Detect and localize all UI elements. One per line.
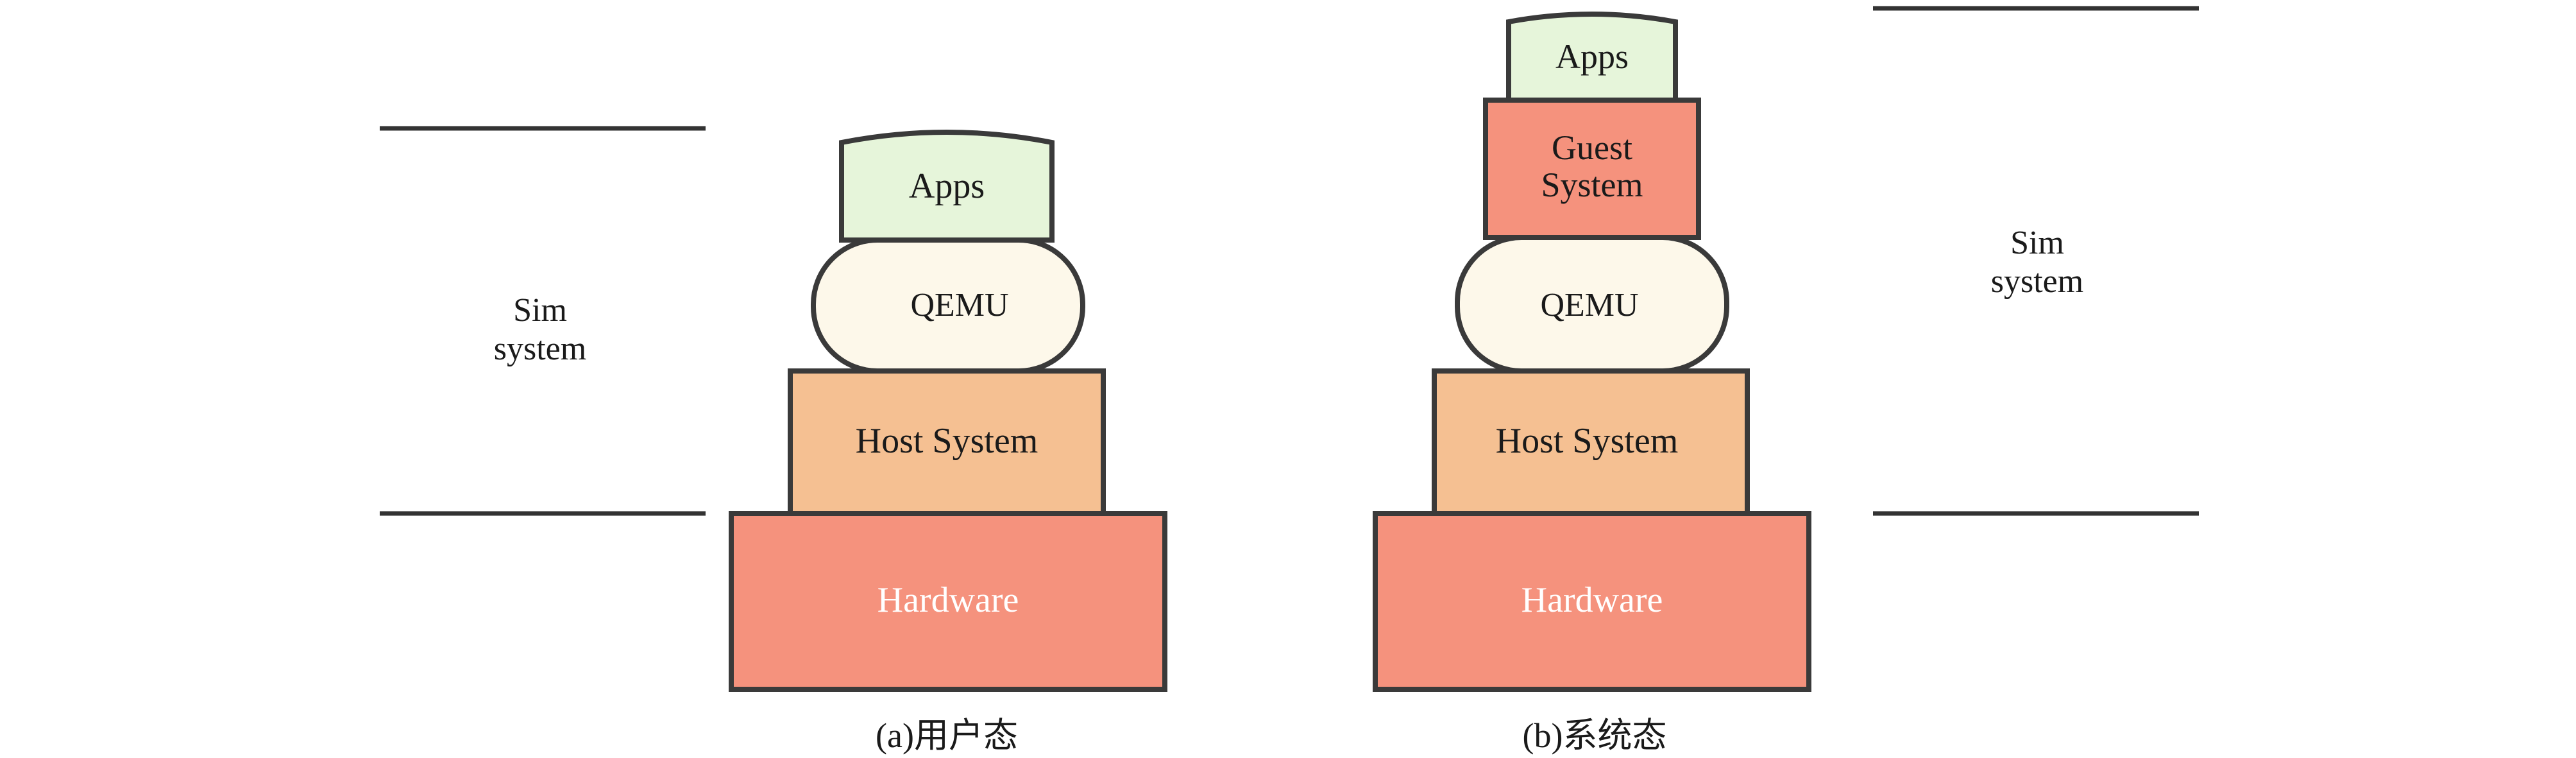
left-host-system-label: Host System	[856, 421, 1038, 461]
left-apps-block	[839, 130, 1055, 243]
left-hardware-label: Hardware	[877, 580, 1019, 620]
right-sim-label: Sim	[2010, 225, 2064, 261]
right-qemu-label: QEMU	[1540, 287, 1638, 323]
left-panel: Sim system Hardware Host System QEMU App…	[380, 126, 1167, 755]
right-apps-block	[1506, 12, 1678, 103]
left-apps-label: Apps	[909, 166, 985, 206]
right-apps-label: Apps	[1555, 37, 1629, 76]
left-hardware-block	[729, 511, 1167, 692]
right-system-label: system	[1991, 263, 2083, 300]
right-host-system-label: Host System	[1496, 421, 1679, 461]
right-hardware-label: Hardware	[1521, 580, 1663, 620]
right-guest-label-line1: Guest	[1552, 128, 1632, 167]
right-panel: Sim system Hardware Host System QEMU Gue…	[1373, 6, 2199, 755]
left-system-label: system	[494, 331, 586, 367]
right-guest-label-line2: System	[1541, 166, 1643, 204]
right-caption: (b)系统态	[1523, 716, 1667, 755]
left-qemu-label: QEMU	[910, 287, 1008, 323]
right-hardware-block	[1373, 511, 1811, 692]
right-guest-system-block	[1483, 98, 1701, 240]
right-host-system-block	[1432, 368, 1750, 516]
left-caption: (a)用户态	[876, 716, 1018, 755]
left-sim-label: Sim	[513, 292, 567, 329]
